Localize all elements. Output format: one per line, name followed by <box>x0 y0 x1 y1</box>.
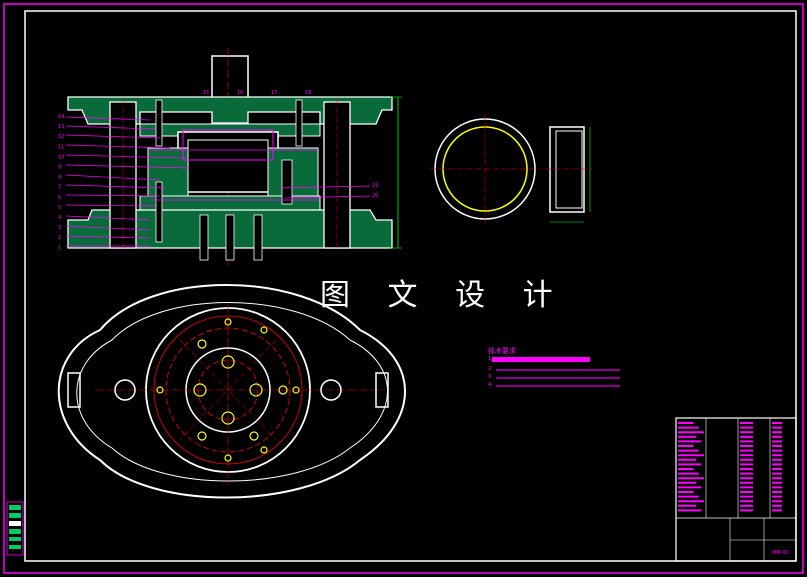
binding-strip <box>6 501 24 556</box>
ring-part-views <box>430 114 592 224</box>
part-label-left: 14 <box>58 114 64 120</box>
notes-title: 技术要求 <box>488 347 516 355</box>
note-2: 2. <box>488 366 493 372</box>
part-label-left: 9 <box>58 165 61 171</box>
note-bars <box>496 367 620 392</box>
part-label-left: 11 <box>58 144 64 150</box>
part-label-left: 10 <box>58 154 64 160</box>
title-block-code: MM-00 <box>772 550 789 556</box>
part-label-left: 5 <box>58 205 61 211</box>
title-block <box>675 417 797 562</box>
part-label-left: 1 <box>58 245 61 251</box>
part-label-left: 6 <box>58 195 61 201</box>
part-label-left: 4 <box>58 215 61 221</box>
watermark: 图 文 设 计 <box>320 278 567 313</box>
part-label-top: 17 <box>271 90 277 96</box>
section-view <box>67 48 402 265</box>
plan-view <box>57 284 406 499</box>
part-label-top: 16 <box>237 90 243 96</box>
part-label-left: 2 <box>58 235 61 241</box>
note-1: 1. <box>488 356 493 362</box>
part-label-right: 20 <box>372 193 378 199</box>
note-4: 4. <box>488 382 493 388</box>
part-labels: 14 13 12 11 10 9 8 7 6 5 4 3 2 1 15 16 17 18 19 20 <box>58 90 378 251</box>
part-label-right: 19 <box>372 183 378 189</box>
part-label-left: 3 <box>58 225 61 231</box>
part-label-left: 13 <box>58 124 64 130</box>
note-3: 3. <box>488 374 493 380</box>
leader-lines <box>65 116 371 247</box>
outer-frame <box>3 3 804 574</box>
part-label-left: 8 <box>58 175 61 181</box>
part-label-top: 18 <box>305 90 311 96</box>
inner-frame <box>24 10 797 562</box>
part-label-left: 12 <box>58 134 64 140</box>
part-label-top: 15 <box>203 90 209 96</box>
part-label-left: 7 <box>58 185 61 191</box>
notes-highlight-bar <box>492 357 590 362</box>
